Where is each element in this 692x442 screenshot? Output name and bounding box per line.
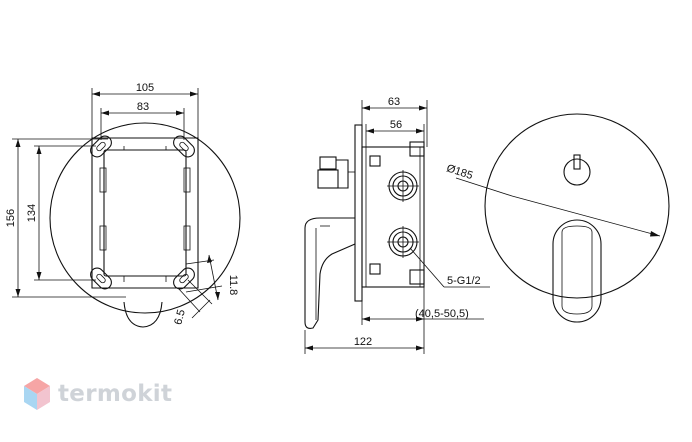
side-flange: [354, 124, 363, 302]
dim-slot-length: 11.8: [185, 254, 239, 301]
mounting-ear-bottom-left: [90, 267, 112, 290]
dim-label-56: 56: [390, 119, 402, 131]
brand-watermark: termokit: [22, 376, 172, 412]
dim-label-11-8: 11.8: [227, 275, 239, 296]
mounting-ear-top-left: [90, 135, 112, 158]
dim-label-6-5: 6.5: [172, 308, 188, 326]
port-lower: [387, 226, 419, 258]
diverter-knob-side: [317, 156, 355, 189]
dim-depth-range: (40,5-50,5): [361, 287, 484, 325]
dim-label-105: 105: [136, 82, 154, 94]
plate-outline: [484, 113, 670, 299]
dim-top-outer: 63: [361, 96, 428, 147]
dim-height-outer: 156: [5, 138, 126, 298]
dim-label-134: 134: [26, 204, 38, 222]
plate-view: Ø185: [445, 113, 670, 323]
mounting-box-outline: [91, 137, 199, 289]
front-view: 105 83 156 134: [5, 82, 241, 328]
mounting-ear-bottom-right: [173, 267, 195, 290]
mounting-box-inner: [103, 149, 187, 277]
dim-label-83: 83: [137, 101, 149, 113]
dim-width-outer: 105: [91, 82, 199, 138]
dim-total-depth: 122: [304, 325, 425, 354]
port-upper: [387, 170, 419, 202]
cover-plate-outline: [49, 122, 241, 314]
dim-slot-width: 6.5: [172, 279, 213, 326]
lever-outline: [123, 301, 163, 328]
dim-label-depth-range: (40,5-50,5): [415, 308, 469, 320]
side-view: 63 56 5-G1/2 (40,5-50,5): [304, 96, 490, 354]
dim-label-156: 156: [5, 209, 17, 227]
dim-label-63: 63: [388, 96, 400, 108]
mounting-ear-top-right: [173, 135, 195, 158]
lever-handle-side: [304, 217, 356, 329]
dim-height-inner: 134: [26, 145, 96, 281]
lever-handle-front: [552, 219, 602, 323]
brand-name: termokit: [58, 381, 173, 407]
thread-callout: 5-G1/2: [409, 247, 490, 288]
dim-label-thread: 5-G1/2: [447, 275, 481, 287]
valve-body: [361, 146, 425, 288]
brand-hex-logo: [24, 378, 50, 410]
dim-diameter: Ø185: [445, 162, 661, 237]
dim-top-inner: 56: [365, 119, 425, 147]
dim-label-122: 122: [354, 336, 372, 348]
diverter-knob-front: [563, 154, 591, 186]
dim-width-inner: 83: [100, 101, 185, 140]
